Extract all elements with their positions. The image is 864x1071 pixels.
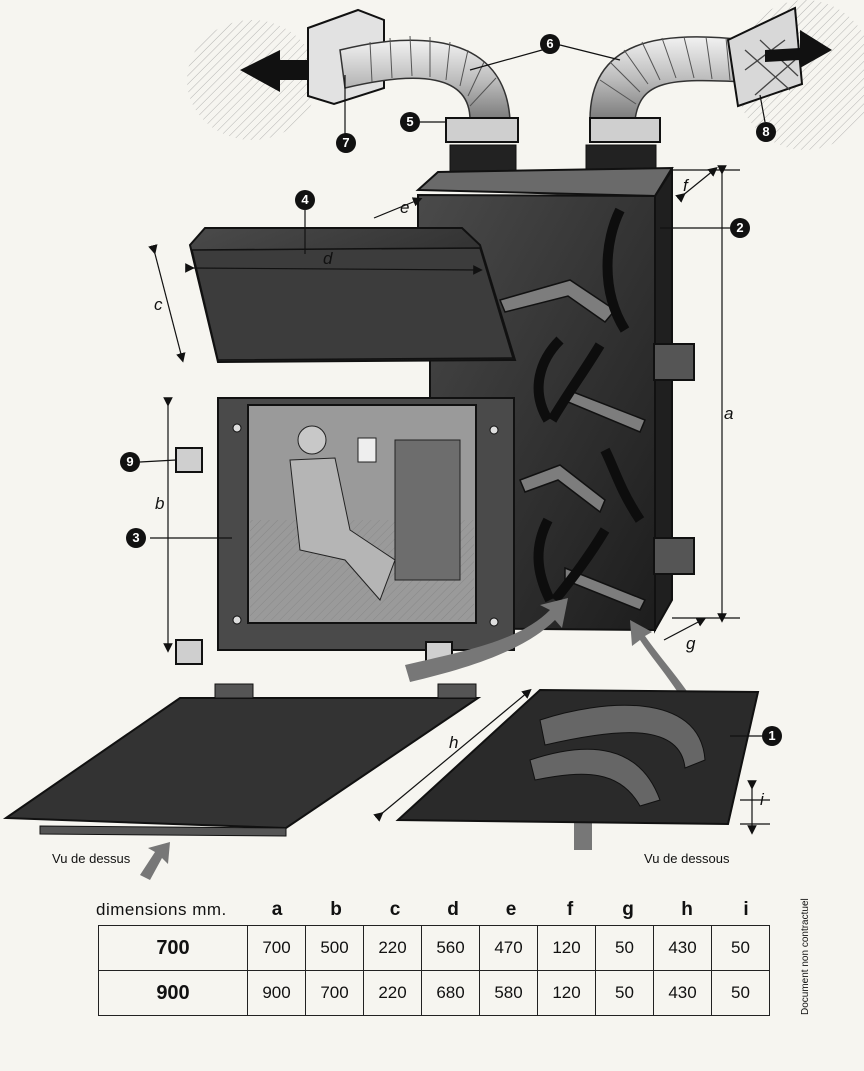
model-label: 900 bbox=[98, 970, 248, 1016]
column-header: a bbox=[271, 899, 283, 920]
internal-airflow bbox=[533, 207, 645, 604]
column-header: h bbox=[681, 899, 693, 920]
table-cell: 580 bbox=[479, 970, 538, 1016]
table-cell: 900 bbox=[247, 970, 306, 1016]
bottom-view-channel bbox=[529, 748, 661, 807]
callout-4: 4 bbox=[295, 190, 315, 210]
dim-letter-c: c bbox=[154, 295, 163, 314]
main-body-top bbox=[415, 166, 674, 198]
dim-letter-i: i bbox=[760, 790, 764, 809]
table-cell: 50 bbox=[595, 970, 654, 1016]
table-cell: 430 bbox=[653, 925, 712, 971]
column-header: d bbox=[447, 899, 459, 920]
top-view-plate-edge bbox=[39, 825, 287, 837]
left-collar bbox=[445, 117, 519, 143]
inlet-arrow-left bbox=[405, 598, 568, 682]
table-cell: 50 bbox=[711, 970, 770, 1016]
callout-2: 2 bbox=[730, 218, 750, 238]
fixing-clip bbox=[175, 447, 203, 473]
dim-letter-d: d bbox=[323, 249, 333, 268]
caption-top-view: Vu de dessus bbox=[52, 851, 131, 866]
table-cell: 220 bbox=[363, 970, 422, 1016]
main-body-side bbox=[654, 166, 673, 634]
outlet-arrow-right bbox=[765, 30, 832, 68]
model-label: 700 bbox=[98, 925, 248, 971]
column-header: e bbox=[505, 899, 517, 920]
table-cell: 700 bbox=[247, 925, 306, 971]
top-panel-face bbox=[191, 247, 515, 361]
table-cell: 120 bbox=[537, 970, 596, 1016]
dim-letter-b: b bbox=[155, 494, 165, 513]
table-cell: 220 bbox=[363, 925, 422, 971]
scene-fireplace bbox=[394, 439, 461, 581]
callout-8: 8 bbox=[756, 122, 776, 142]
callout-3: 3 bbox=[126, 528, 146, 548]
top-view-plate bbox=[2, 697, 482, 830]
column-header: f bbox=[566, 899, 574, 920]
fixing-clip bbox=[175, 639, 203, 665]
table-row: 900 900 700 220 680 580 120 50 430 50 bbox=[98, 970, 770, 1016]
right-collar bbox=[589, 117, 661, 143]
left-duct-ribs bbox=[369, 35, 497, 107]
door-bolt bbox=[489, 425, 499, 435]
top-view-tab bbox=[437, 683, 477, 699]
door-bolt bbox=[232, 615, 242, 625]
table-row: 700 700 500 220 560 470 120 50 430 50 bbox=[98, 925, 770, 971]
outlet-arrow-left bbox=[240, 50, 315, 92]
callout-6: 6 bbox=[540, 34, 560, 54]
dim-letter-e: e bbox=[400, 198, 410, 217]
bottom-view-channel bbox=[539, 704, 706, 769]
callout-9: 9 bbox=[120, 452, 140, 472]
table-cell: 470 bbox=[479, 925, 538, 971]
side-bracket-lower bbox=[653, 537, 695, 575]
inlet-arrow-topview bbox=[140, 842, 170, 880]
scene-person-body bbox=[289, 457, 396, 601]
side-bracket-upper bbox=[653, 343, 695, 381]
baffles bbox=[498, 279, 647, 611]
left-flex-duct bbox=[339, 39, 511, 121]
table-cell: 500 bbox=[305, 925, 364, 971]
dimensions-table: 700 700 500 220 560 470 120 50 430 50 90… bbox=[98, 925, 770, 1016]
dim-letter-h: h bbox=[449, 733, 459, 752]
top-view-tab bbox=[214, 683, 254, 699]
disclaimer-note: Document non contractuel bbox=[800, 898, 811, 1015]
table-cell: 700 bbox=[305, 970, 364, 1016]
table-cell: 430 bbox=[653, 970, 712, 1016]
dimensions-title: dimensions mm. bbox=[96, 900, 227, 919]
scene-window bbox=[357, 437, 377, 463]
callout-7: 7 bbox=[336, 133, 356, 153]
table-cell: 50 bbox=[595, 925, 654, 971]
table-cell: 680 bbox=[421, 970, 480, 1016]
door-bolt bbox=[232, 423, 242, 433]
column-header: b bbox=[330, 899, 342, 920]
scene-person-head bbox=[297, 425, 327, 455]
dim-letter-f: f bbox=[683, 176, 688, 195]
column-header: g bbox=[622, 899, 634, 920]
right-duct-ribs bbox=[599, 36, 731, 105]
column-header: i bbox=[743, 899, 749, 920]
callout-1: 1 bbox=[762, 726, 782, 746]
dim-letter-a: a bbox=[724, 404, 734, 423]
table-cell: 50 bbox=[711, 925, 770, 971]
table-cell: 560 bbox=[421, 925, 480, 971]
right-flex-duct bbox=[589, 36, 746, 121]
dim-letter-g: g bbox=[686, 634, 696, 653]
callout-5: 5 bbox=[400, 112, 420, 132]
table-cell: 120 bbox=[537, 925, 596, 971]
smoke-left bbox=[187, 20, 317, 140]
column-header: c bbox=[389, 899, 401, 920]
door-bolt bbox=[489, 617, 499, 627]
dimension-lines bbox=[148, 165, 770, 835]
caption-bottom-view: Vu de dessous bbox=[644, 851, 730, 866]
